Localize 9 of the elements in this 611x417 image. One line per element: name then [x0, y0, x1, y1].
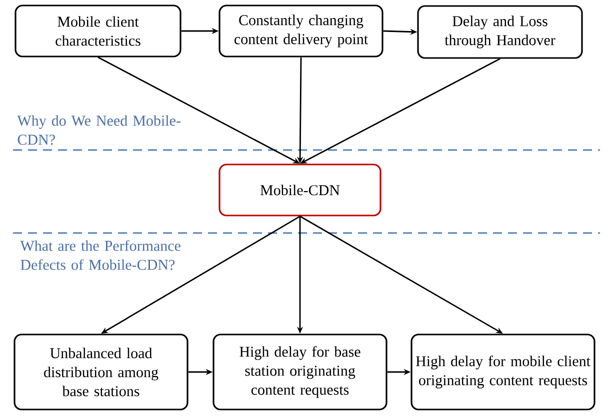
process-box: Constantly changing content delivery point: [218, 4, 384, 58]
process-box: Unbalanced load distribution among base stations: [14, 334, 188, 410]
process-box: Delay and Loss through Handover: [417, 5, 583, 59]
process-box: Mobile-CDN: [218, 164, 382, 216]
process-box: High delay for mobile client originating content requests: [410, 334, 596, 410]
question-text: Why do We Need Mobile-CDN?: [17, 115, 180, 145]
process-box: Mobile client characteristics: [14, 4, 182, 58]
question-text: What are the Performance Defects of Mobile-CDN?: [20, 240, 180, 270]
process-box: High delay for base station originating content requests: [212, 334, 388, 410]
